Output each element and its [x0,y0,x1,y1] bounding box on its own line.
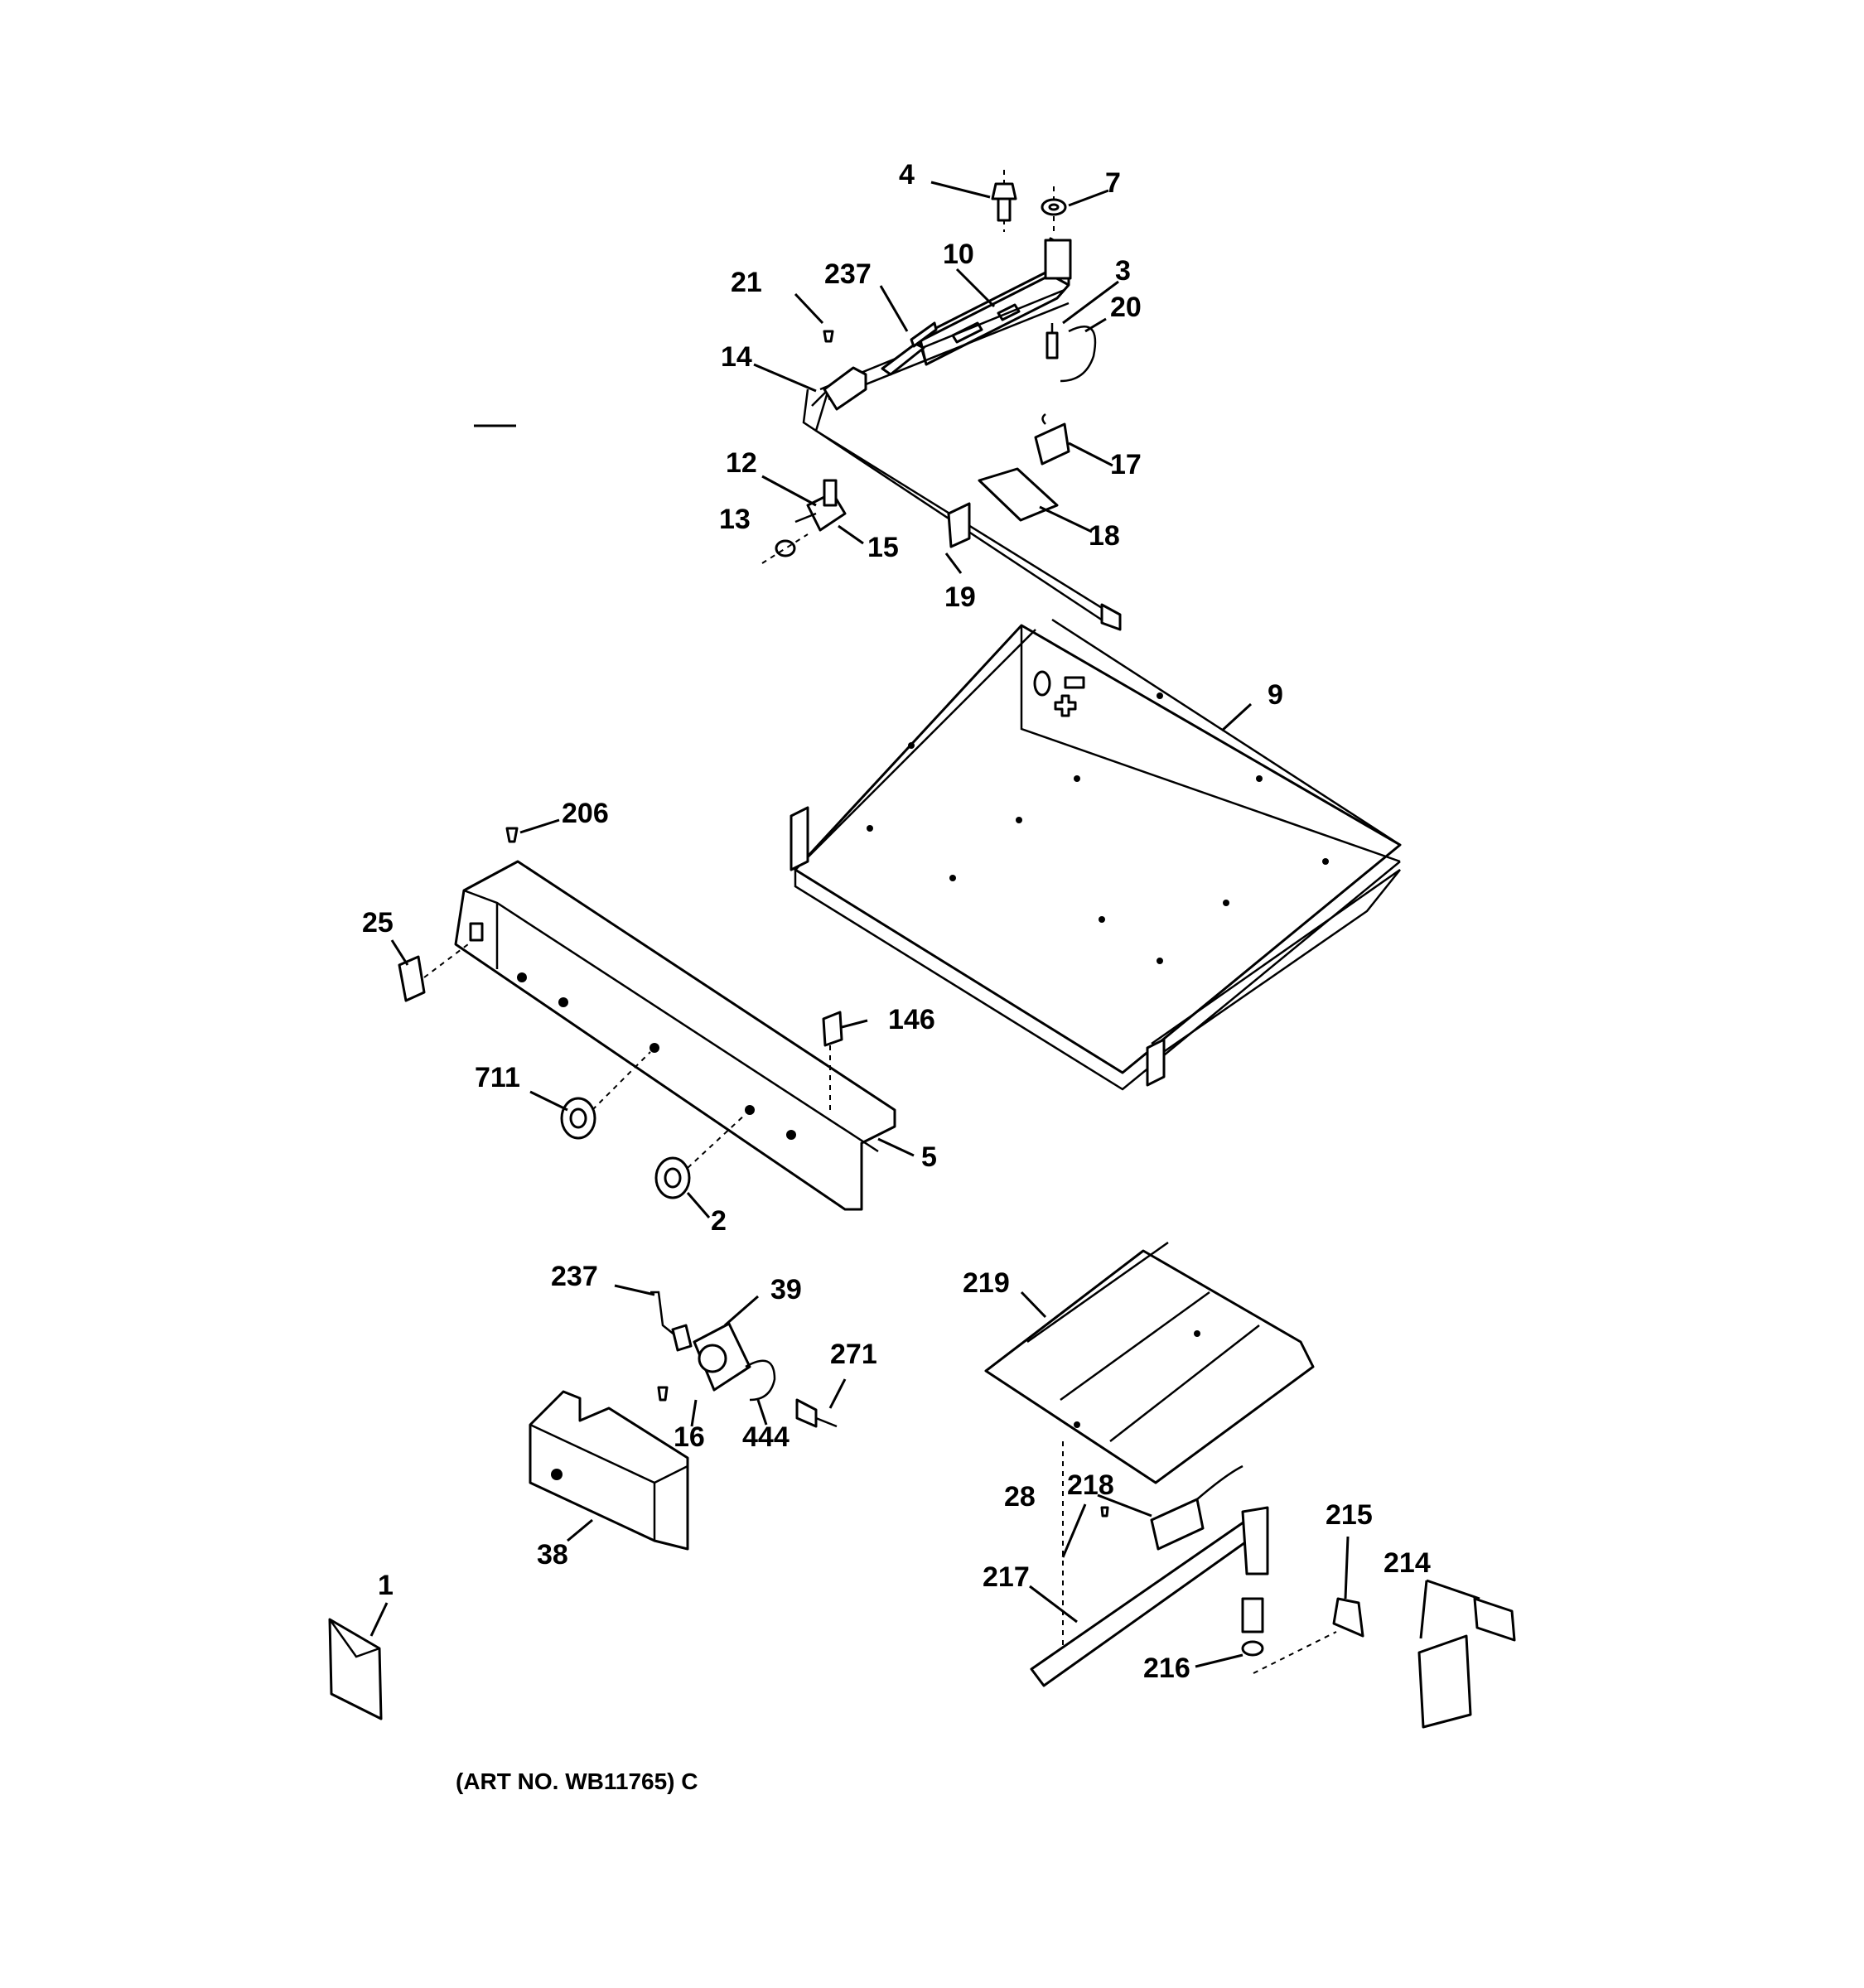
shield-part-18 [978,467,1059,522]
art-number-caption: (ART NO. WB11765) C [456,1768,698,1794]
callout-17: 17 [1110,449,1142,480]
callout-3: 3 [1115,255,1131,287]
callout-444: 444 [742,1421,790,1453]
callout-18: 18 [1089,520,1120,552]
callout-15: 15 [867,532,899,563]
callout-146: 146 [888,1004,935,1035]
knob-part-2 [654,1113,746,1199]
bracket-part-10 [918,237,1072,366]
screw-part-206 [505,827,519,843]
callout-1: 1 [378,1570,394,1601]
burner-manifold-assembly [474,170,1122,631]
valve-part-237-top [881,321,938,376]
clip-part-19 [947,502,971,548]
callout-16: 16 [674,1421,705,1453]
callout-9: 9 [1268,679,1283,711]
callout-218: 218 [1067,1469,1114,1501]
gas-line-group [1030,1441,1516,1729]
callout-219: 219 [963,1267,1010,1299]
callout-7: 7 [1105,167,1121,199]
valve-part-12-15 [794,479,847,532]
callout-711: 711 [475,1062,520,1093]
callout-216: 216 [1143,1653,1190,1684]
callout-25: 25 [362,907,394,939]
callout-4: 4 [899,159,915,191]
callout-271: 271 [830,1339,877,1370]
manifold-tube-part-14 [802,288,1122,631]
callout-237-top: 237 [824,258,872,290]
nut-part-13 [775,539,796,557]
callout-21: 21 [731,267,762,298]
cover-plate-part-219 [984,1249,1315,1484]
literature-part-1 [328,1618,383,1720]
callout-20: 20 [1110,292,1142,323]
igniter-part-3-20 [1045,323,1097,383]
clip-part-146 [822,1011,843,1047]
callout-237-lower: 237 [551,1261,598,1292]
nut-part-7 [1041,186,1067,232]
callout-38: 38 [537,1539,568,1571]
switch-part-17 [1034,413,1070,466]
screw-part-21 [823,330,834,343]
callout-206: 206 [562,798,609,829]
callout-12: 12 [726,447,757,479]
regulator-group [529,1291,838,1551]
callout-39: 39 [770,1274,802,1305]
callout-2: 2 [711,1205,727,1237]
callout-labels: 4 7 237 10 3 21 20 14 12 17 13 18 15 19 … [362,159,1431,1684]
leader-lines [369,181,1480,1668]
callout-10: 10 [943,239,974,270]
control-panel-part-5 [454,860,896,1211]
callout-28: 28 [1004,1481,1036,1513]
knob-part-711 [560,1051,651,1140]
callout-19: 19 [944,581,976,613]
orifice-part-4 [991,170,1017,232]
callout-214: 214 [1384,1547,1431,1579]
callout-215: 215 [1326,1499,1373,1531]
callout-217: 217 [983,1561,1030,1593]
switch-part-25 [398,955,426,1002]
callout-5: 5 [921,1141,937,1173]
callout-14: 14 [721,341,752,373]
callout-13: 13 [719,504,751,535]
cooktop-pan-part-9 [790,618,1402,1091]
